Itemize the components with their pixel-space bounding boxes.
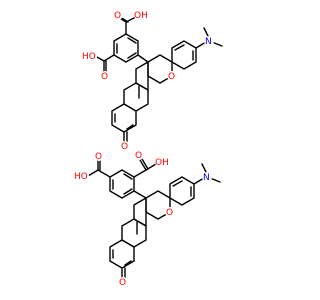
molecule-1-cooh-left (94, 54, 115, 73)
molecule-2-cooh-left-o-label: O (95, 152, 102, 162)
molecule-1-cooh-top-o-label: O (114, 11, 121, 21)
molecule-2-cooh-top (133, 158, 157, 178)
molecule-1-cooh-top-oh-label: OH (134, 11, 148, 21)
molecule-2-ring-oxygen-label: O (166, 208, 173, 218)
molecule-1-ring-oxygen (167, 71, 177, 81)
molecule-1-xanthene-core (111, 40, 197, 133)
structure-canvas: O OH HO O N O O (74, 9, 223, 288)
molecule-2-aryl-link (133, 190, 147, 199)
molecule-1-cooh-left-ho-label: HO (82, 52, 96, 62)
molecule-1-aryl-link (137, 54, 149, 63)
molecule-2-nitrogen-label: N (203, 173, 210, 183)
chemical-structures: O OH HO O N O O (74, 9, 223, 288)
molecule-1-ketone-oxygen-label: O (121, 142, 128, 152)
molecule-1-cooh-left-o-label: O (101, 72, 108, 82)
molecule-2-cooh-top-o-label: O (135, 151, 142, 161)
molecule-2-cooh-top-oh-label: OH (155, 158, 169, 168)
molecule-2-ring-oxygen (165, 207, 175, 217)
molecule-2-cooh-left-ho-label: HO (74, 172, 88, 182)
molecule-2-ketone-oxygen-label: O (119, 278, 126, 288)
molecule-1: O OH HO O N O O (82, 9, 223, 152)
molecule-1-carboxyphenyl-ring (113, 33, 139, 63)
molecule-2-cooh-left (87, 159, 111, 178)
molecule-1-ring-oxygen-label: O (168, 72, 175, 82)
molecule-2: HO O O OH N O O (74, 150, 221, 288)
molecule-1-nitrogen-label: N (205, 37, 212, 47)
molecule-2-xanthene-core (109, 176, 195, 269)
molecule-2-carboxyphenyl-ring (109, 169, 135, 199)
